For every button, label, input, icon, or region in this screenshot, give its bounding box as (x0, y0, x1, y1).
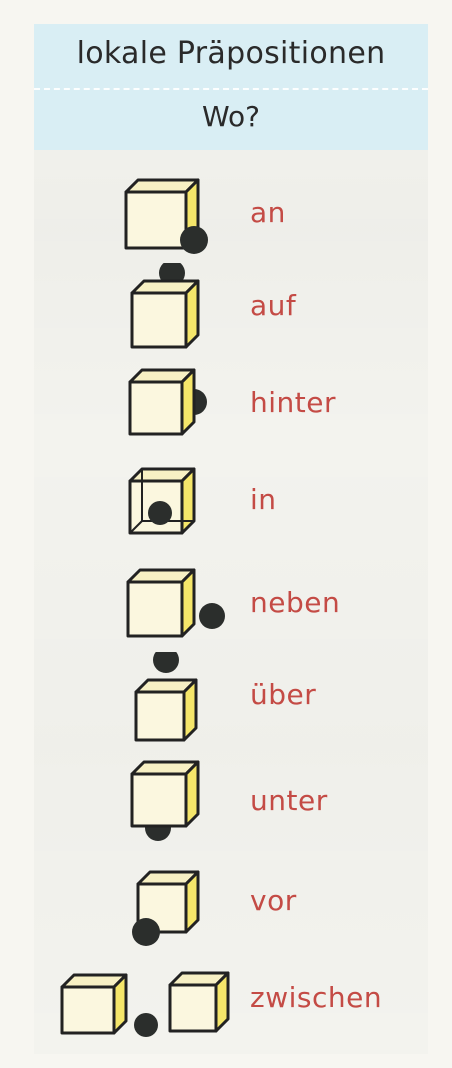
page-title: lokale Präpositionen (76, 36, 386, 71)
preposition-row-ueber: über (34, 652, 428, 742)
cube-ball-an-icon (124, 178, 208, 254)
cube-ball-ueber-icon (134, 652, 198, 742)
preposition-label: neben (250, 586, 341, 619)
preposition-row-neben: neben (34, 560, 428, 650)
preposition-row-vor: vor (34, 858, 428, 948)
cube-ball-zwischen-icon (60, 971, 230, 1037)
header-divider (34, 88, 428, 90)
cube-ball-unter-icon (130, 760, 200, 841)
preposition-row-in: in (34, 457, 428, 547)
header-band: lokale Präpositionen Wo? (34, 24, 428, 150)
page-subtitle: Wo? (201, 100, 261, 133)
preposition-row-hinter: hinter (34, 360, 428, 450)
preposition-label: in (250, 483, 277, 516)
preposition-label: hinter (250, 386, 336, 419)
preposition-label: an (250, 196, 286, 229)
cube-ball-hinter-icon (128, 368, 207, 436)
preposition-label: über (250, 678, 317, 711)
cube-ball-vor-icon (132, 870, 200, 946)
preposition-row-unter: unter (34, 758, 428, 848)
cube-ball-in-icon (128, 467, 196, 535)
preposition-label: vor (250, 884, 297, 917)
cube-ball-neben-icon (126, 568, 225, 638)
preposition-label: unter (250, 784, 328, 817)
preposition-row-auf: auf (34, 263, 428, 353)
preposition-row-zwischen: zwischen (34, 955, 428, 1045)
preposition-label: zwischen (250, 981, 383, 1014)
cube-ball-auf-icon (130, 263, 200, 349)
preposition-row-an: an (34, 170, 428, 260)
preposition-label: auf (250, 289, 297, 322)
